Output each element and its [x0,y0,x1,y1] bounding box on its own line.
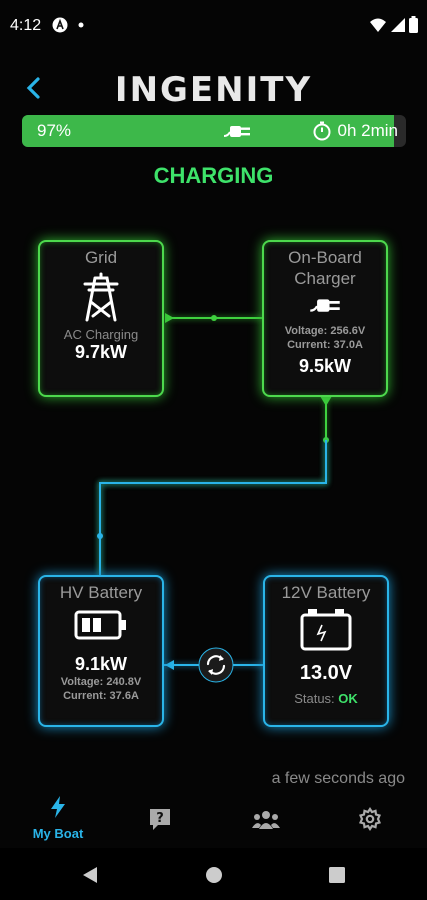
charge-progress-fill [22,115,395,147]
hv-battery-current: Current: 37.6A [63,690,139,702]
help-icon: ? [150,809,170,830]
flow-arrow-charger [320,396,332,406]
charger-plug-icon [310,299,340,312]
grid-power: 9.7kW [74,342,128,362]
lv-battery-status-value: OK [338,691,358,706]
tab-community[interactable] [226,795,306,836]
plug-icon [223,126,250,137]
charge-percent: 97% [37,121,72,140]
tab-help[interactable]: ? [120,795,200,836]
bottom-tab-bar: My Boat ? [0,795,427,847]
svg-text:?: ? [156,811,164,826]
sync-button[interactable] [198,647,234,683]
lv-battery-voltage: 13.0V [299,662,353,684]
stopwatch-icon [313,121,331,141]
bolt-icon [51,796,65,818]
battery-icon [74,610,126,640]
tab-settings[interactable] [330,795,410,836]
charger-power: 9.5kW [298,356,352,376]
charging-status: CHARGING [153,163,274,188]
system-nav-bar [0,848,427,900]
power-tower-icon [83,272,119,322]
app-logo: INGENITY [114,70,313,110]
grid-card[interactable]: Grid AC Charging 9.7kW [38,240,164,397]
cell-signal-icon [391,18,405,32]
hv-battery-power: 9.1kW [74,654,128,674]
time-remaining-text: 0h 2min [337,121,398,140]
battery-status-icon [409,16,418,33]
clock: 4:12 [10,17,42,34]
car-battery-icon [300,609,352,651]
time-remaining: 0h 2min [312,121,398,141]
last-update-time: a few seconds ago [271,770,405,787]
status-bar: 4:12 [0,0,427,52]
nav-recents-icon[interactable] [329,867,345,883]
community-icon [252,811,280,829]
tab-my-boat-label: My Boat [32,826,84,841]
hv-battery-voltage: Voltage: 240.8V [60,676,142,688]
grid-title: Grid [84,248,118,267]
back-arrow-icon[interactable] [22,76,46,100]
flow-arrow-grid [165,313,174,323]
nav-home-icon[interactable] [205,866,223,884]
header: INGENITY [0,62,427,112]
lv-battery-status: Status: OK [294,691,358,706]
gear-icon [358,807,382,831]
lv-battery-card[interactable]: 12V Battery 13.0V Status: OK [263,575,389,727]
tab-my-boat[interactable]: My Boat [18,795,98,841]
hv-battery-title: HV Battery [59,583,143,602]
lv-battery-title: 12V Battery [281,583,371,602]
grid-mode: AC Charging [63,327,139,342]
charger-voltage: Voltage: 256.6V [284,325,366,337]
nav-back-icon[interactable] [82,866,98,884]
charger-current: Current: 37.0A [287,339,363,351]
wifi-icon [370,18,386,32]
hv-battery-card[interactable]: HV Battery 9.1kW Voltage: 240.8V Current… [38,575,164,727]
notification-dot-icon [78,22,84,28]
notification-app-icon [52,17,68,33]
charge-progress-bar: 97% 0h 2min [22,115,406,147]
